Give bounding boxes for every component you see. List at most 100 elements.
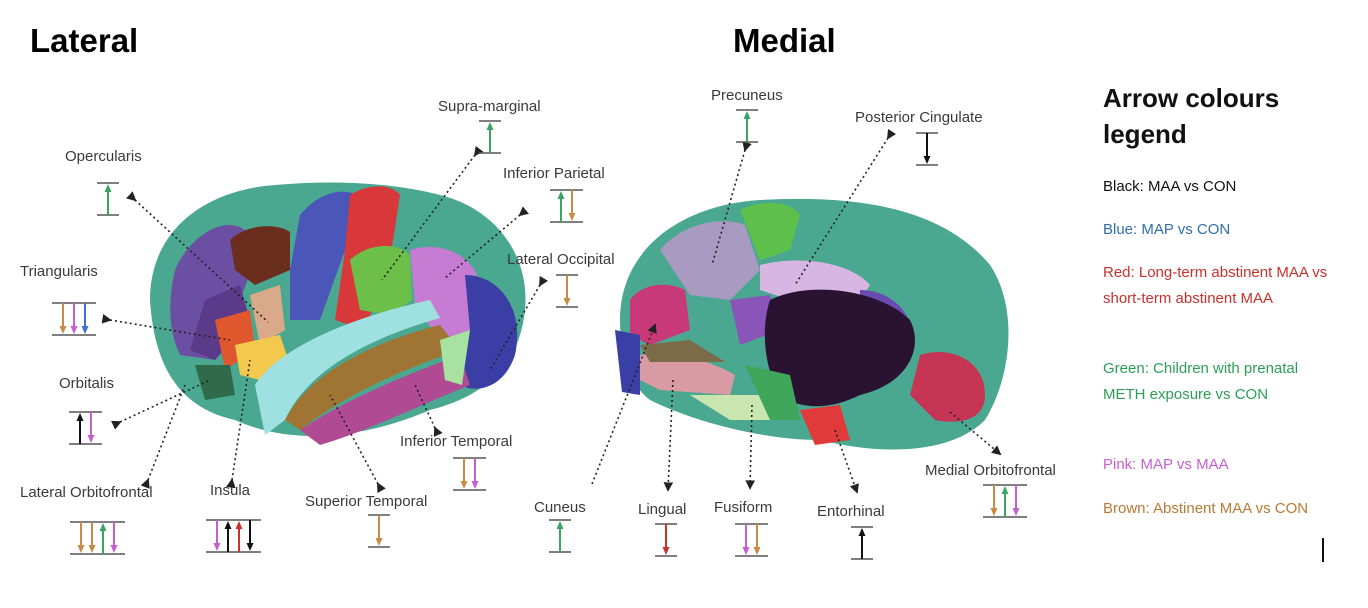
arrowhead-pink [87,435,95,443]
leader-triangularis [101,314,231,341]
pericalcarine-region [615,330,640,395]
arrows-lingual [655,523,677,557]
arrowhead-red [662,547,670,555]
parahippocampal-region [745,365,800,420]
arrowhead-pink [742,547,750,555]
posterior-cingulate-region [760,260,870,300]
legend-item: Blue: MAP vs CON [1103,221,1231,238]
inferior-temporal-region [300,355,470,445]
corpus-callosum-unknown [764,289,915,407]
arrows-superior-temporal [368,514,390,548]
arrowhead-green [486,122,494,130]
label-superior-temporal: Superior Temporal [305,493,427,510]
arrowhead-pink [213,543,221,551]
medial-brain [615,198,1009,450]
arrow-groups [52,109,1027,560]
precentral-region [290,191,362,320]
arrowhead-brown [753,547,761,555]
label-lateral-orbitofrontal: Lateral Orbitofrontal [20,484,153,501]
arrowhead-brown [77,545,85,553]
label-orbitalis: Orbitalis [59,375,114,392]
arrowhead-pink [110,545,118,553]
label-insula: Insula [210,482,251,499]
arrows-triangularis [52,302,96,336]
arrows-lateral-orbitofrontal [70,521,125,555]
leader-medial-orbitofrontal [949,411,1002,456]
arrows-inferior-temporal [453,457,486,491]
label-medial-orbitofrontal: Medial Orbitofrontal [925,462,1056,479]
leader-lateral-orbitofrontal [140,384,186,489]
arrowhead-black [923,156,931,164]
arrowhead-brown [460,481,468,489]
medial-heading: Medial [733,22,836,59]
middle-temporal-region [285,325,460,430]
label-inferior-temporal: Inferior Temporal [400,433,512,450]
arrows-opercularis [97,182,119,216]
arrowhead-green [104,184,112,192]
leader-supramarginal [381,145,484,281]
leader-cuneus [591,323,657,485]
arrows-orbitalis [69,411,102,445]
leader-lines [101,128,1002,494]
legend-item: Pink: MAP vs MAA [1103,456,1229,473]
arrows-fusiform [735,523,768,557]
arrowhead-black [224,521,232,529]
arrows-medial-orbitofrontal [983,484,1027,518]
pars-orbitalis-region [195,365,235,400]
leader-lateral-occipital [489,275,549,371]
cuneus-region [630,284,690,345]
arrowhead-green [1001,486,1009,494]
superior-temporal-region [255,300,440,435]
leader-entorhinal [834,429,859,494]
pars-opercularis-region [250,285,285,345]
arrowhead-blue [81,326,89,334]
leader-fusiform [745,404,755,490]
leader-orbitalis [111,379,211,430]
paracentral-region [740,203,800,260]
arrowhead-red [235,521,243,529]
leader-inferior-parietal [444,206,529,279]
label-lateral-occipital: Lateral Occipital [507,251,615,268]
temporal-green-region [440,330,470,385]
legend-item: Brown: Abstinent MAA vs CON [1103,500,1309,517]
leader-insula [226,359,251,489]
label-triangularis: Triangularis [20,263,98,280]
arrowhead-black [858,528,866,536]
text-cursor [1322,538,1324,562]
arrowhead-green [99,523,107,531]
arrowhead-brown [88,545,96,553]
caudal-middle-frontal-region [230,226,290,285]
arrowhead-green [743,111,751,119]
precuneus-region [660,221,760,300]
leader-superior-temporal [329,394,386,494]
legend-item: Black: MAA vs CON [1103,178,1237,195]
lateral-occipital-region [460,275,518,389]
leader-lingual [663,379,674,492]
label-supramarginal: Supra-marginal [438,98,541,115]
arrows-supramarginal [479,120,501,154]
lingual-region [640,353,735,395]
label-entorhinal: Entorhinal [817,503,885,520]
arrows-precuneus [736,109,758,143]
arrowhead-brown [563,298,571,306]
arrowhead-brown [59,326,67,334]
legend-title: Arrow colours legend [1103,83,1280,149]
lingual-dark-region [640,340,725,362]
arrowhead-brown [990,508,998,516]
arrows-insula [206,519,261,553]
region-labels: Opercularis Triangularis Orbitalis Later… [20,87,1056,520]
medial-orbitofrontal-region [910,351,985,422]
brain-diagram: Opercularis Triangularis Orbitalis Later… [20,87,1056,560]
arrowhead-brown [568,213,576,221]
arrowhead-green [556,521,564,529]
leader-opercularis [126,191,269,323]
legend-item: Green: Children with prenatal METH expos… [1103,360,1299,403]
label-opercularis: Opercularis [65,148,142,165]
arrows-entorhinal [851,526,873,560]
label-inferior-parietal: Inferior Parietal [503,165,605,182]
label-precuneus: Precuneus [711,87,783,104]
arrows-posterior-cingulate [916,132,938,166]
label-lingual: Lingual [638,501,686,518]
arrows-inferior-parietal [550,189,583,223]
arrows-cuneus [549,519,571,553]
